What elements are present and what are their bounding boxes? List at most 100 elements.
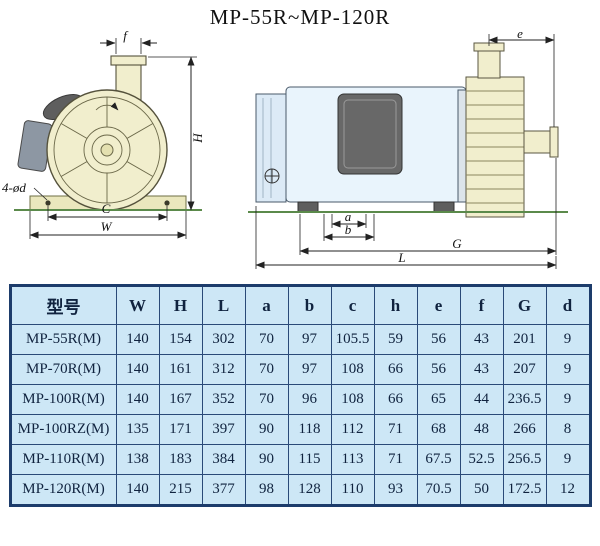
dimension-a: a: [331, 209, 367, 228]
value-cell: 140: [115, 324, 160, 355]
value-cell: 97: [287, 324, 332, 355]
dim-label-C: C: [102, 201, 111, 216]
model-cell: MP-110R(M): [9, 444, 117, 475]
motor-rear-cap: [255, 93, 287, 203]
col-header-H: H: [158, 285, 203, 325]
value-cell: 70: [244, 384, 289, 415]
technical-drawing: f H C W 4-ød: [2, 30, 568, 269]
base-bolt-hole-right: [164, 200, 170, 206]
model-cell: MP-55R(M): [9, 324, 117, 355]
value-cell: 377: [201, 474, 246, 506]
value-cell: 112: [330, 414, 375, 445]
dimension-C: C: [47, 201, 168, 221]
value-cell: 98: [244, 474, 289, 506]
value-cell: 140: [115, 384, 160, 415]
model-cell: MP-100RZ(M): [9, 414, 117, 445]
dimension-G: G: [299, 158, 557, 255]
value-cell: 43: [459, 324, 504, 355]
value-cell: 172.5: [502, 474, 547, 506]
base-bolt-hole-left: [45, 200, 51, 206]
value-cell: 9: [545, 444, 591, 475]
value-cell: 113: [330, 444, 375, 475]
value-cell: 140: [115, 474, 160, 506]
value-cell: 70: [244, 354, 289, 385]
motor-foot-left: [297, 201, 319, 213]
value-cell: 97: [287, 354, 332, 385]
col-header-h: h: [373, 285, 418, 325]
dim-label-L: L: [397, 250, 405, 265]
value-cell: 96: [287, 384, 332, 415]
value-cell: 9: [545, 384, 591, 415]
value-cell: 302: [201, 324, 246, 355]
dim-label-f: f: [123, 30, 129, 43]
value-cell: 138: [115, 444, 160, 475]
value-cell: 108: [330, 354, 375, 385]
dimension-H: H: [148, 56, 205, 211]
value-cell: 70.5: [416, 474, 461, 506]
dimension-W: W: [29, 211, 187, 239]
value-cell: 59: [373, 324, 418, 355]
value-cell: 236.5: [502, 384, 547, 415]
value-cell: 71: [373, 444, 418, 475]
col-header-d: d: [545, 285, 591, 325]
value-cell: 118: [287, 414, 332, 445]
value-cell: 12: [545, 474, 591, 506]
dimension-f: f: [100, 30, 157, 54]
joint-flange: [457, 89, 467, 203]
value-cell: 9: [545, 324, 591, 355]
value-cell: 93: [373, 474, 418, 506]
value-cell: 43: [459, 354, 504, 385]
value-cell: 90: [244, 414, 289, 445]
dim-label-W: W: [101, 219, 113, 234]
dim-label-e: e: [517, 30, 523, 41]
hole-callout: 4-ød: [2, 180, 48, 201]
value-cell: 128: [287, 474, 332, 506]
side-view: e a b G: [248, 30, 568, 269]
value-cell: 56: [416, 354, 461, 385]
model-cell: MP-100R(M): [9, 384, 117, 415]
value-cell: 266: [502, 414, 547, 445]
value-cell: 256.5: [502, 444, 547, 475]
col-header-b: b: [287, 285, 332, 325]
ground-symbol: [264, 168, 280, 184]
front-spokes: [60, 97, 154, 203]
value-cell: 207: [502, 354, 547, 385]
value-cell: 171: [158, 414, 203, 445]
col-header-W: W: [115, 285, 160, 325]
page-title: MP-55R~MP-120R: [209, 5, 391, 29]
value-cell: 56: [416, 324, 461, 355]
value-cell: 71: [373, 414, 418, 445]
value-cell: 183: [158, 444, 203, 475]
value-cell: 352: [201, 384, 246, 415]
value-cell: 48: [459, 414, 504, 445]
inlet-pipe: [473, 42, 505, 79]
model-cell: MP-70R(M): [9, 354, 117, 385]
pump-head: [465, 76, 525, 218]
col-header-model: 型号: [9, 285, 117, 325]
value-cell: 65: [416, 384, 461, 415]
value-cell: 110: [330, 474, 375, 506]
value-cell: 167: [158, 384, 203, 415]
col-header-e: e: [416, 285, 461, 325]
value-cell: 50: [459, 474, 504, 506]
value-cell: 161: [158, 354, 203, 385]
value-cell: 105.5: [330, 324, 375, 355]
value-cell: 397: [201, 414, 246, 445]
dim-label-holes: 4-ød: [2, 180, 26, 195]
model-cell: MP-120R(M): [9, 474, 117, 506]
front-pump-casing: [46, 89, 168, 211]
terminal-box: [337, 93, 403, 175]
motor-foot-right: [433, 201, 455, 213]
value-cell: 312: [201, 354, 246, 385]
col-header-f: f: [459, 285, 504, 325]
dimension-b: b: [323, 214, 375, 241]
dimension-e: e: [488, 30, 555, 127]
value-cell: 70: [244, 324, 289, 355]
